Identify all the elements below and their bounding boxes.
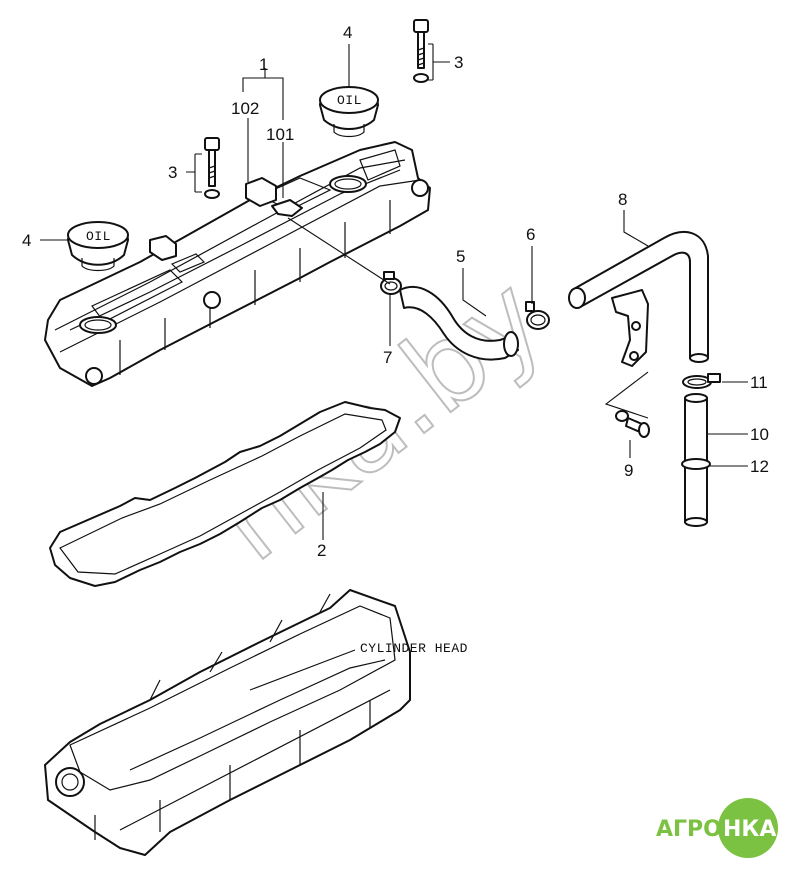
- cap-text-right: OIL: [337, 93, 362, 108]
- callout-2: 2: [317, 541, 326, 560]
- oil-filler-cap-left: OIL: [67, 221, 129, 272]
- callout-11: 11: [750, 373, 768, 392]
- gasket: [49, 401, 401, 587]
- breather-hose: [399, 285, 519, 361]
- breather-pipe: [568, 231, 709, 367]
- callout-8: 8: [618, 190, 627, 209]
- hose-clamp-7: [380, 271, 402, 295]
- cylinder-head: [44, 589, 411, 856]
- callout-102: 102: [231, 99, 259, 118]
- agro-nka-logo: АГРО НКА: [656, 798, 778, 858]
- hose-clamp-6: [525, 301, 550, 330]
- ring-12: [681, 458, 711, 470]
- bolt-left: [204, 137, 220, 199]
- callout-9: 9: [624, 461, 633, 480]
- callout-6: 6: [526, 225, 535, 244]
- callout-3-left: 3: [168, 163, 177, 182]
- callout-101: 101: [266, 125, 294, 144]
- leader-lines: [40, 43, 748, 691]
- cylinder-head-label: CYLINDER HEAD: [360, 641, 468, 656]
- callout-1: 1: [259, 55, 268, 74]
- bolt-right: [413, 19, 429, 83]
- tube-clamp-11: [682, 373, 721, 389]
- oil-filler-cap-right: OIL: [319, 86, 379, 138]
- logo-circle: [718, 798, 778, 858]
- callout-4-left: 4: [22, 231, 31, 250]
- logo-text-left: АГРО: [656, 817, 722, 842]
- callouts: 1 102 101 4 3 3 4 5 6 7 8 9 10 11 12 2 C…: [22, 23, 769, 656]
- callout-4-right: 4: [343, 23, 352, 42]
- bracket-bolt: [615, 410, 650, 438]
- valve-cover: [44, 141, 431, 387]
- callout-12: 12: [750, 457, 769, 476]
- callout-10: 10: [750, 425, 769, 444]
- callout-7: 7: [383, 348, 392, 367]
- cap-text-left: OIL: [86, 229, 111, 244]
- callout-5: 5: [456, 247, 465, 266]
- callout-3-right: 3: [454, 53, 463, 72]
- logo-text-right: НКА: [723, 817, 776, 842]
